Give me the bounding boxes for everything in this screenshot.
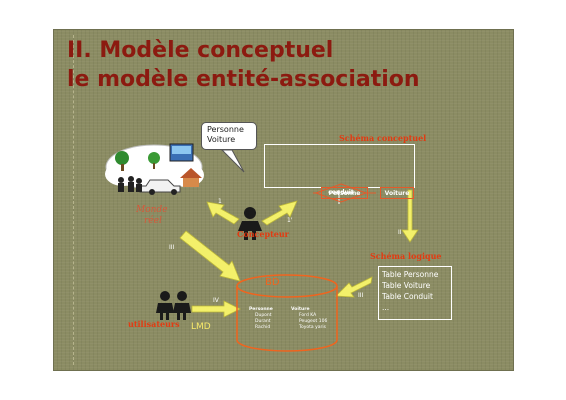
entity-voiture: Voiture [380, 187, 414, 199]
arrow-2 [401, 189, 419, 243]
slide [53, 29, 514, 371]
relation-diamond [314, 183, 368, 203]
table-row: Table Voiture [382, 281, 431, 290]
arrow-3 [179, 230, 241, 282]
stitched-border [73, 35, 74, 365]
bubble-line-2: Voiture [207, 135, 236, 144]
monde-reel-label: Monde réel [136, 205, 168, 226]
table-row: Table Personne [382, 270, 439, 279]
utilisateurs-people-icon [156, 291, 191, 320]
arrow-mark-1: 1 [218, 198, 222, 205]
arrow-5 [335, 276, 373, 298]
schema-conceptuel-label: Schéma conceptuel [339, 133, 427, 143]
table-row: Table Conduit [382, 292, 433, 301]
arrow-mark-2: II [398, 229, 402, 236]
table-row: ... [382, 303, 390, 312]
bd-label: BD [265, 277, 280, 288]
relation-label: conduit [328, 189, 354, 196]
lmd-label: LMD [191, 322, 211, 332]
bd-table-personne: Personne Dupont Durant Rachid [249, 307, 273, 330]
arrow-1 [206, 201, 240, 225]
entity-personne: Personne [321, 187, 368, 199]
schema-conceptuel-box [264, 144, 415, 188]
arrow-mark-4: IV [213, 297, 219, 304]
bd-cylinder-icon [236, 274, 338, 352]
speech-bubble: Personne Voiture [201, 122, 257, 150]
bd-table-voiture: Voiture Ford KA Peugeot 106 Toyota yaris [291, 307, 328, 330]
arrow-1prime [261, 200, 298, 226]
slide-title: II. Modèle conceptuel le modèle entité-a… [67, 37, 420, 95]
title-line-1: II. Modèle conceptuel [67, 38, 334, 63]
arrow-mark-5: III [358, 292, 364, 299]
title-line-2: le modèle entité-association [67, 67, 420, 92]
speech-bubble-tail [220, 149, 245, 173]
arrow-4 [191, 300, 241, 318]
monde-reel-cloud-icon [105, 143, 204, 195]
concepteur-person-icon [238, 207, 262, 240]
concepteur-label: Concepteur [237, 229, 289, 239]
schema-logique-box: Table Personne Table Voiture Table Condu… [378, 266, 452, 320]
bubble-line-1: Personne [207, 125, 244, 134]
schema-logique-label: Schéma logique [370, 251, 442, 261]
arrow-mark-1prime: 1' [287, 217, 293, 224]
utilisateurs-label: utilisateurs [128, 319, 180, 329]
arrow-mark-3: III [169, 244, 175, 251]
